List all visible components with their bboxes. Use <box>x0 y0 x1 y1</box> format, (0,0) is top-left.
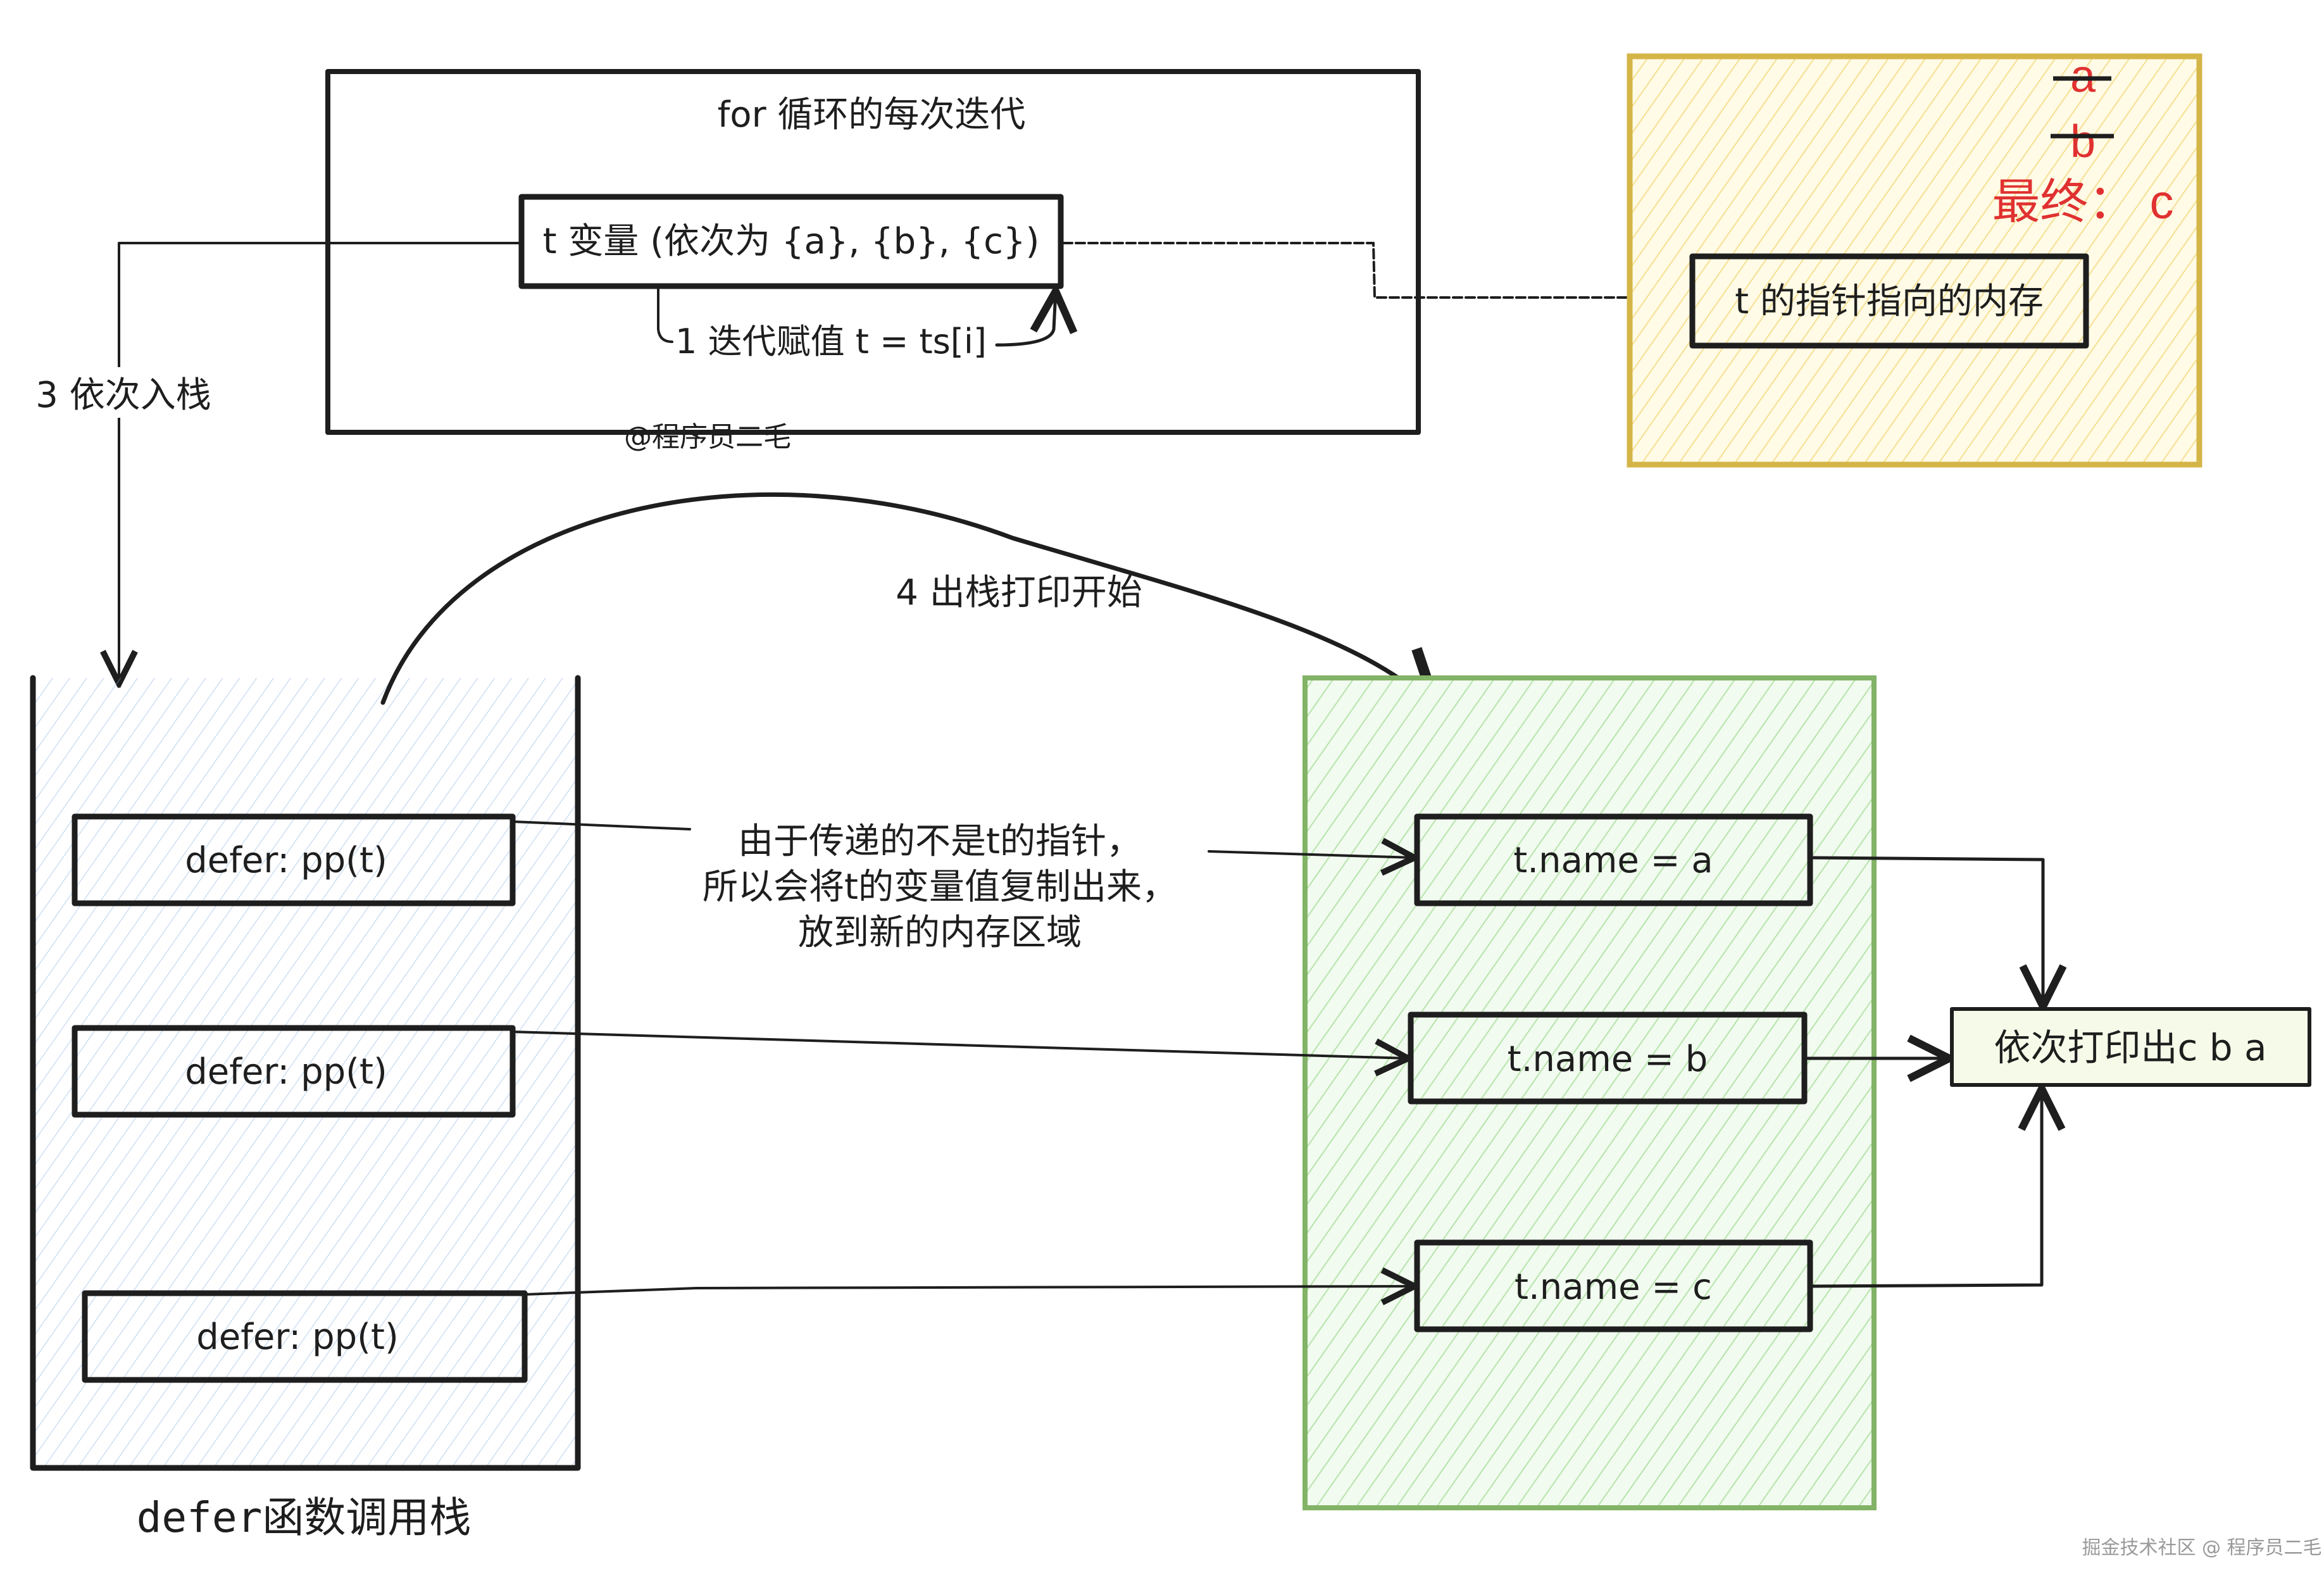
memory-border <box>1627 53 2202 468</box>
final-value-label: 最终： c <box>1992 175 2173 229</box>
loop-watermark: @程序员二毛 <box>624 421 791 453</box>
defer-item-border <box>72 1025 516 1118</box>
defer-stack-title: defer函数调用栈 <box>137 1493 472 1542</box>
defer-item[interactable]: defer: pp(t) <box>72 1025 516 1118</box>
copy-item-label: t.name = c <box>1515 1267 1712 1308</box>
variable-box[interactable]: t 变量 (依次为 {a}, {b}, {c}) <box>518 194 1064 289</box>
explanation-line-1: 由于传递的不是t的指针， <box>738 821 1142 862</box>
pop-label: 4 出栈打印开始 <box>896 572 1142 613</box>
defer-item-label: defer: pp(t) <box>185 840 387 881</box>
pointer-memory-border <box>1689 253 2089 349</box>
pointer-arrow <box>1062 242 1684 298</box>
for-loop-border <box>325 69 1421 435</box>
push-label-bg <box>13 367 228 418</box>
push-arrow <box>119 242 523 684</box>
defer-stack-fill <box>33 678 578 1468</box>
copies-container: t.name = a t.name = b t.name = c <box>1303 675 1877 1510</box>
result-arrow-a <box>1808 856 2043 1006</box>
connector-1a <box>511 820 691 830</box>
defer-item-border <box>82 1290 528 1383</box>
copy-item-label: t.name = b <box>1508 1039 1708 1080</box>
explanation-line-3: 放到新的内存区域 <box>798 912 1082 953</box>
struck-value-b: b <box>2070 116 2096 167</box>
result-fill <box>1952 1009 2309 1085</box>
result-arrow-c <box>1808 1089 2042 1288</box>
push-label: 3 依次入栈 <box>35 375 211 416</box>
result-box[interactable]: 依次打印出c b a <box>1950 1007 2311 1087</box>
defer-stack-border <box>30 675 581 1471</box>
assign-label: 1 迭代赋值 t = ts[i] <box>675 322 987 361</box>
defer-item[interactable]: defer: pp(t) <box>72 813 516 906</box>
variable-box-border <box>518 194 1064 289</box>
defer-item-label: defer: pp(t) <box>185 1051 387 1093</box>
defer-item[interactable]: defer: pp(t) <box>82 1290 528 1383</box>
pop-arrow <box>380 492 1437 709</box>
copy-item-label: t.name = a <box>1513 840 1713 881</box>
footer-watermark: 掘金技术社区 @ 程序员二毛 <box>2082 1537 2321 1559</box>
for-loop-title: for 循环的每次迭代 <box>718 94 1026 135</box>
defer-item-border <box>72 813 516 906</box>
connector-3 <box>523 1286 1415 1294</box>
copies-border <box>1303 675 1877 1510</box>
result-label: 依次打印出c b a <box>1994 1026 2266 1069</box>
pointer-memory-box[interactable]: t 的指针指向的内存 <box>1689 253 2089 349</box>
result-border <box>1950 1007 2311 1087</box>
assign-arrow-tail <box>657 287 673 343</box>
pointer-memory-label: t 的指针指向的内存 <box>1735 281 2044 322</box>
for-loop-container: for 循环的每次迭代 t 变量 (依次为 {a}, {b}, {c}) 1 迭… <box>325 69 1421 453</box>
connector-1b <box>1208 851 1415 858</box>
defer-stack: defer: pp(t) defer: pp(t) defer: pp(t) d… <box>30 675 581 1542</box>
memory-container: a b 最终： c t 的指针指向的内存 <box>1627 51 2202 468</box>
connector-2 <box>511 1031 1408 1058</box>
assign-arrow <box>995 291 1056 347</box>
defer-item-label: defer: pp(t) <box>196 1317 399 1358</box>
variable-label: t 变量 (依次为 {a}, {b}, {c}) <box>543 221 1040 262</box>
explanation-line-2: 所以会将t的变量值复制出来， <box>703 867 1177 908</box>
